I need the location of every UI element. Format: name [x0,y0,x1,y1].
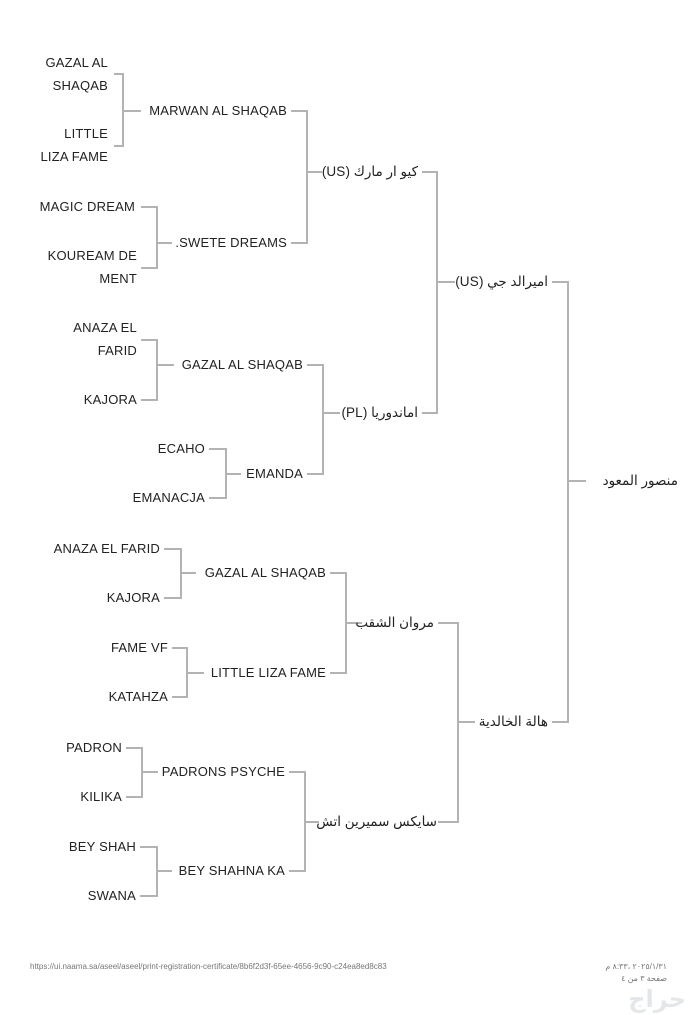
horse-name-ddsd: KILIKA [80,789,122,804]
horse-name-ssd: .SWETE DREAMS [175,235,287,250]
horse-name-dsss: ANAZA EL FARID [53,541,160,556]
horse-name-ddds: BEY SHAH [68,839,136,854]
footer-page-number: صفحة ٣ من ٤ [621,974,667,983]
horse-name-sssd-line2: LIZA FAME [40,149,108,164]
horse-name-ss: كيو ار مارك (US) [321,164,418,179]
pedigree-bracket-13 [289,771,319,872]
horse-name-dd: سايكس سميرين اتش [316,814,437,829]
horse-name-sddd: EMANACJA [132,490,205,505]
horse-name-dssd: KAJORA [106,590,160,605]
pedigree-bracket-11 [126,747,158,798]
horse-name-ssss-line2: SHAQAB [52,78,108,93]
horse-name-dds: PADRONS PSYCHE [161,764,285,779]
pedigree-bracket-3 [291,110,322,244]
horse-name-sdd: EMANDA [246,466,303,481]
horse-name-d: هالة الخالدية [478,714,548,729]
horse-name-ddd: BEY SHAHNA KA [178,863,285,878]
pedigree-bracket-14 [438,622,475,823]
horse-name-sdss-line1: ANAZA EL [73,320,137,335]
horse-name-horse: منصور المعود [602,473,678,488]
pedigree-bracket-7 [422,171,455,414]
horse-name-sd: اماندوريا (PL) [341,405,418,420]
haraj-watermark-logo: حراج [628,986,686,1013]
horse-name-ds: مروان الشقب [355,615,434,630]
pedigree-bracket-10 [330,572,362,674]
horse-name-ddss: PADRON [66,740,122,755]
horse-name-ssds: MAGIC DREAM [39,199,135,214]
horse-name-dsd: LITTLE LIZA FAME [210,665,326,680]
horse-name-sss: MARWAN AL SHAQAB [149,103,287,118]
horse-name-dsds: FAME VF [110,640,168,655]
horse-name-ssdd-line1: KOUREAM DE [47,248,137,263]
pedigree-bracket-6 [307,364,340,475]
horse-name-sssd-line1: LITTLE [64,126,108,141]
pedigree-bracket-5 [209,448,241,499]
pedigree-bracket-9 [172,647,204,698]
pedigree-bracket-15 [552,281,586,723]
horse-name-sdss-line2: FARID [97,343,137,358]
horse-name-sdds: ECAHO [157,441,205,456]
footer-datetime: ٢٠٢٥/١/٣١ ،٨:٣٣ م [605,962,667,971]
pedigree-bracket-1 [114,73,141,147]
horse-name-ssdd-line2: MENT [99,271,137,286]
horse-name-dsdd: KATAHZA [108,689,168,704]
horse-name-ssss-line1: GAZAL AL [45,55,108,70]
pedigree-bracket-4 [141,339,174,401]
horse-name-sds: GAZAL AL SHAQAB [181,357,303,372]
horse-name-dddd: SWANA [87,888,136,903]
horse-name-dss: GAZAL AL SHAQAB [204,565,326,580]
horse-name-s: اميرالد جي (US) [455,274,548,289]
horse-name-sdsd: KAJORA [83,392,137,407]
pedigree-bracket-2 [141,206,172,269]
pedigree-bracket-12 [140,846,172,897]
footer-url: https://ui.naama.sa/aseel/aseel/print-re… [30,962,387,971]
pedigree-bracket-8 [164,548,196,599]
